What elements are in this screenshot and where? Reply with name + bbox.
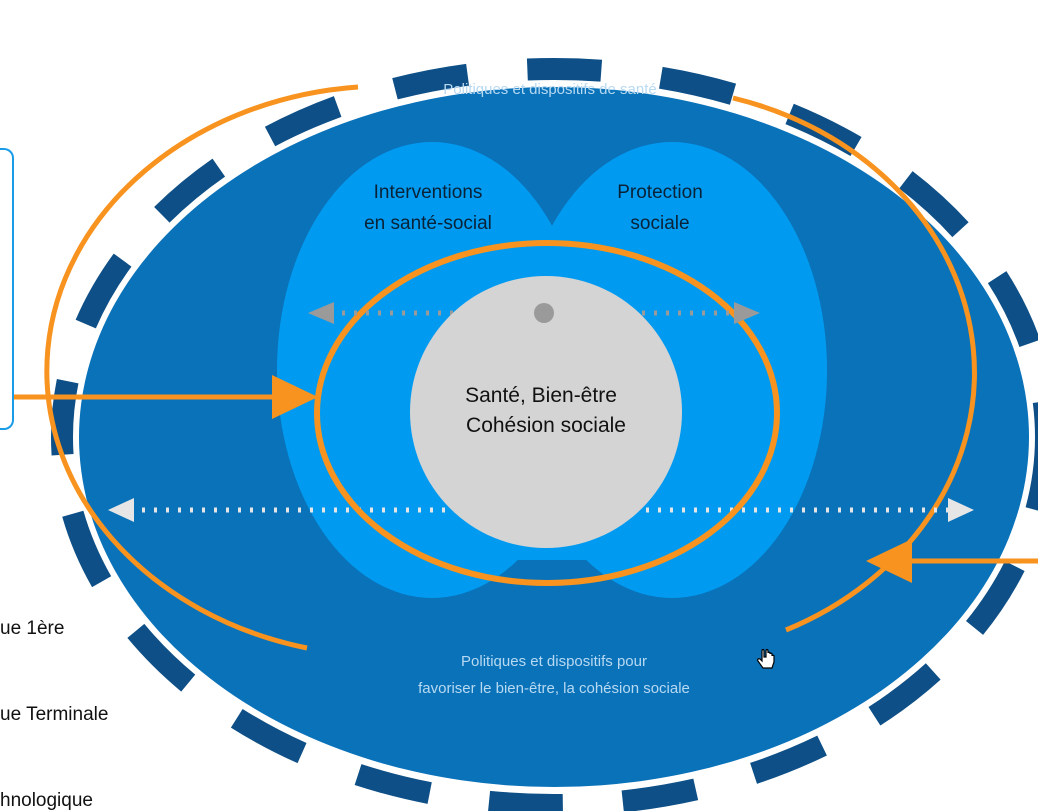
outer-top-label: Politiques et dispositifs de santé <box>443 81 656 98</box>
lobe-right-label-1: Protection <box>617 182 703 203</box>
lobe-right-label-2: sociale <box>630 213 689 234</box>
center-circle <box>410 276 682 548</box>
short-double-arrow <box>308 302 760 324</box>
outer-bottom-label-1: Politiques et dispositifs pour <box>461 653 647 670</box>
lobe-left-label-2: en santé-social <box>364 213 492 234</box>
inner-orange-ellipse <box>314 240 780 586</box>
side-text-1: ue 1ère <box>0 618 65 639</box>
hand-cursor-icon <box>757 648 775 669</box>
left-panel-edge <box>0 148 14 430</box>
orange-arc-left <box>44 84 359 651</box>
side-text-3: hnologique <box>0 790 93 811</box>
outer-dashed-ring <box>51 58 1038 811</box>
right-input-arrow <box>866 539 1038 583</box>
lobe-left-label-1: Interventions <box>374 182 483 203</box>
center-label-2: Cohésion sociale <box>466 414 626 437</box>
side-text-2: ue Terminale <box>0 704 109 725</box>
center-dot <box>534 303 554 323</box>
left-input-arrow <box>12 375 318 419</box>
outer-bottom-label-2: favoriser le bien-être, la cohésion soci… <box>418 680 690 697</box>
center-label-1: Santé, Bien-être <box>465 384 617 407</box>
